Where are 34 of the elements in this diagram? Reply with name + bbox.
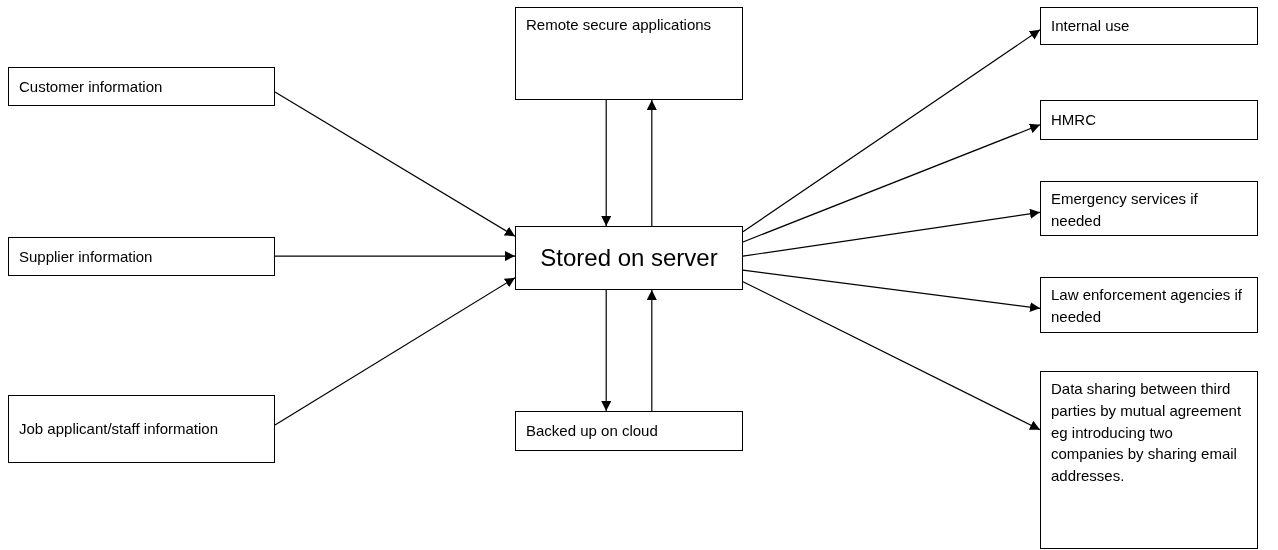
arrow: [274, 277, 516, 426]
box-label: Job applicant/staff information: [19, 419, 218, 440]
arrow: [601, 289, 612, 412]
process-box: [515, 7, 743, 100]
process-box: [1040, 100, 1258, 140]
process-box: [515, 411, 743, 451]
arrow: [742, 269, 1041, 313]
box-label: Remote secure applications: [526, 15, 712, 35]
arrow: [274, 251, 516, 262]
box-label: Data sharing between third parties by mutual agreement eg introducing two companies by sharing email addresses.: [1051, 379, 1243, 486]
arrow: [742, 281, 1041, 431]
process-box: [8, 395, 275, 463]
arrow: [274, 91, 516, 237]
process-box: [1040, 7, 1258, 45]
arrow: [646, 99, 657, 227]
box-label: HMRC: [1051, 110, 1096, 131]
arrow: [646, 289, 657, 412]
box-label: Stored on server: [540, 242, 718, 273]
box-label: Emergency services if needed: [1051, 189, 1199, 231]
process-box: [8, 237, 275, 276]
box-label: Customer information: [19, 76, 163, 97]
box-label: Backed up on cloud: [526, 421, 658, 442]
box-label: Internal use: [1051, 16, 1130, 37]
arrow: [601, 99, 612, 227]
process-box: [8, 67, 275, 106]
box-label: Law enforcement agencies if needed: [1051, 285, 1243, 327]
arrow: [742, 29, 1041, 233]
arrow: [742, 208, 1041, 257]
process-box: [1040, 277, 1258, 333]
process-box: [1040, 181, 1258, 236]
process-box: [1040, 371, 1258, 549]
process-box: [515, 226, 743, 290]
box-label: Supplier information: [19, 246, 153, 267]
arrow: [742, 123, 1041, 243]
